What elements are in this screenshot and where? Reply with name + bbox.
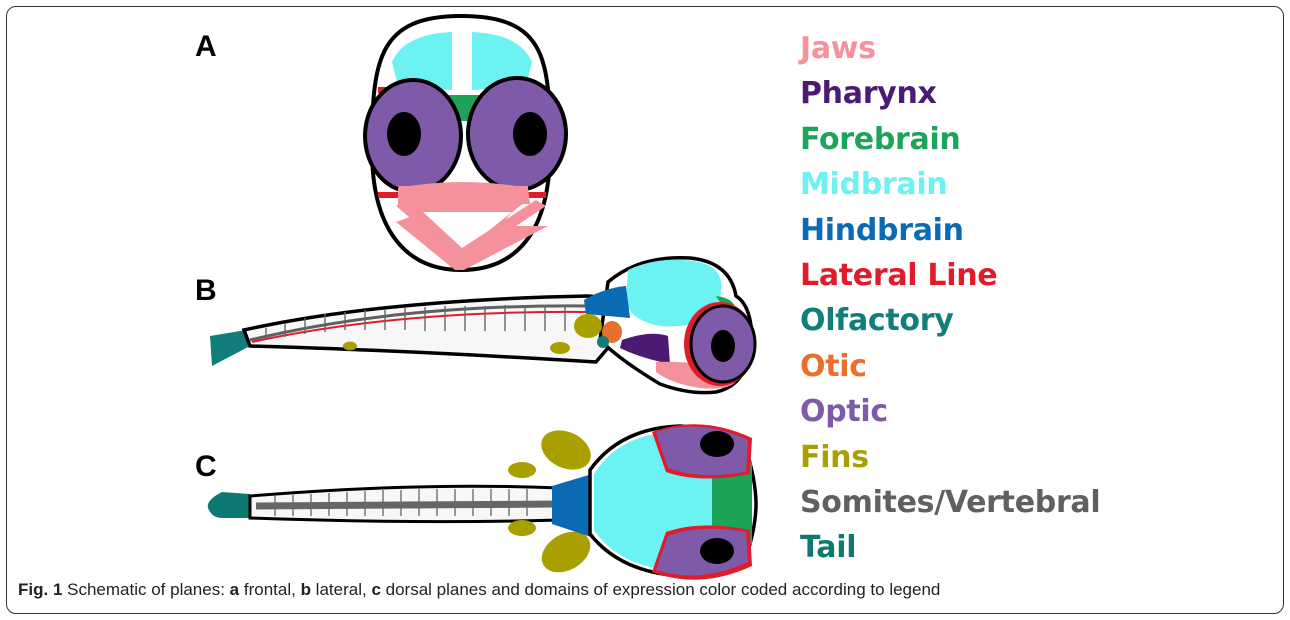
legend-item-somites-vertebral: Somites/Vertebral [800,480,1270,525]
legend-item-jaws: Jaws [800,26,1270,71]
legend-item-pharynx: Pharynx [800,71,1270,116]
hindbrain-lateral [584,286,630,318]
legend-item-olfactory: Olfactory [800,298,1270,343]
legend-item-lateral-line: Lateral Line [800,253,1270,298]
figure-caption: Fig. 1 Schematic of planes: a frontal, b… [18,580,1268,600]
caption-letter-b: b [301,580,311,599]
caption-text-1: Schematic of planes: [62,580,229,599]
caption-text-3: lateral, [311,580,371,599]
caption-figure-number: Fig. 1 [18,580,62,599]
optic-lateral [691,306,755,382]
legend-item-hindbrain: Hindbrain [800,208,1270,253]
olfactory-lateral [597,336,609,348]
panel-label-c: C [195,450,217,483]
caption-letter-c: c [371,580,380,599]
panel-b-lateral: B [195,258,756,393]
legend-item-midbrain: Midbrain [800,162,1270,207]
caption-letter-a: a [230,580,239,599]
caption-text-2: frontal, [239,580,300,599]
legend-item-fins: Fins [800,435,1270,480]
panel-a-frontal: A [195,16,566,270]
legend-item-otic: Otic [800,344,1270,389]
hindbrain-dorsal [552,474,594,538]
legend-item-tail: Tail [800,525,1270,570]
panel-label-b: B [195,274,217,307]
legend-item-optic: Optic [800,389,1270,434]
legend-item-forebrain: Forebrain [800,117,1270,162]
caption-text-4: dorsal planes and domains of expression … [381,580,940,599]
panel-c-dorsal: C [195,423,756,581]
panel-label-a: A [195,30,217,63]
tail-lateral [210,330,250,366]
tail-dorsal [208,492,250,518]
